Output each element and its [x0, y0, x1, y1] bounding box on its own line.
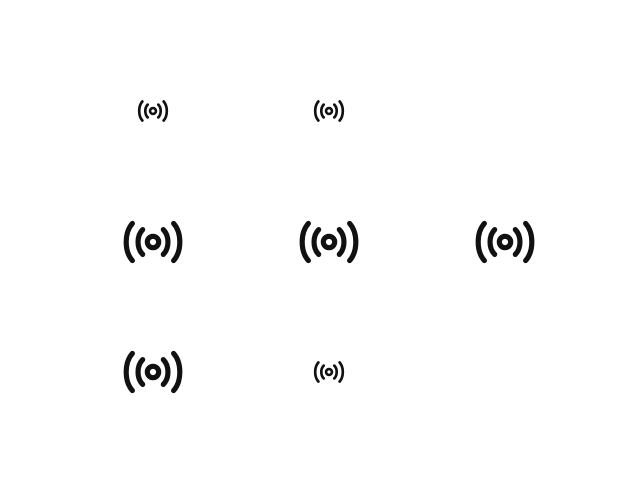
- broadcast-icon: [137, 100, 169, 122]
- broadcast-icon-button[interactable]: [133, 95, 173, 127]
- broadcast-icon: [475, 220, 535, 264]
- broadcast-icon: [313, 100, 345, 122]
- broadcast-icon-button[interactable]: [469, 216, 541, 268]
- broadcast-icon-button[interactable]: [309, 95, 349, 127]
- broadcast-icon: [123, 220, 183, 264]
- broadcast-icon-button[interactable]: [293, 216, 365, 268]
- broadcast-icon-button[interactable]: [309, 356, 349, 388]
- broadcast-icon: [123, 350, 183, 394]
- broadcast-icon-button[interactable]: [117, 216, 189, 268]
- broadcast-icon: [299, 220, 359, 264]
- broadcast-icon-button[interactable]: [117, 346, 189, 398]
- broadcast-icon: [313, 361, 345, 383]
